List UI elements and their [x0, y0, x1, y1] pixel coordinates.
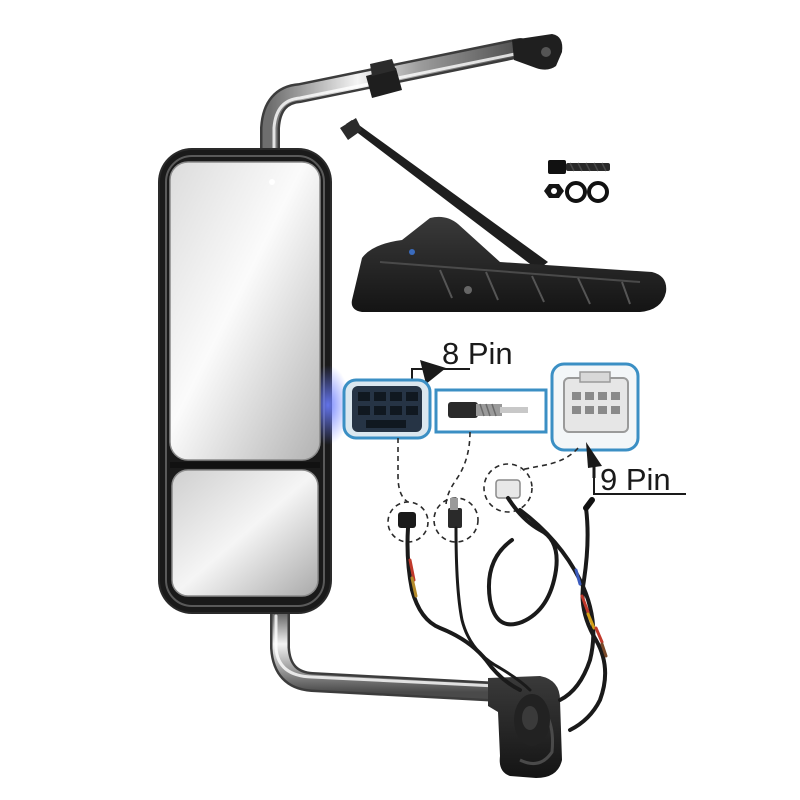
leader-lines [397, 431, 579, 507]
bolt-icon [548, 160, 610, 174]
washers-and-nut [544, 181, 609, 203]
mount-bracket [340, 118, 667, 312]
pin9-callout: 9 Pin [586, 442, 686, 497]
upper-mirror-arm [260, 34, 563, 168]
pin8-callout: 8 Pin [411, 336, 513, 388]
main-mirror-glass [169, 161, 321, 461]
mirror-housing [158, 148, 350, 614]
pin8-connector-closeup [342, 378, 432, 440]
antenna-connector-closeup [434, 388, 548, 434]
pin8-label: 8 Pin [442, 336, 513, 371]
lower-mirror-arm [270, 602, 562, 778]
pin9-connector-closeup [550, 362, 640, 452]
convex-mirror-glass [171, 469, 319, 597]
pin9-label: 9 Pin [600, 462, 671, 497]
wiring-harness [398, 479, 608, 732]
